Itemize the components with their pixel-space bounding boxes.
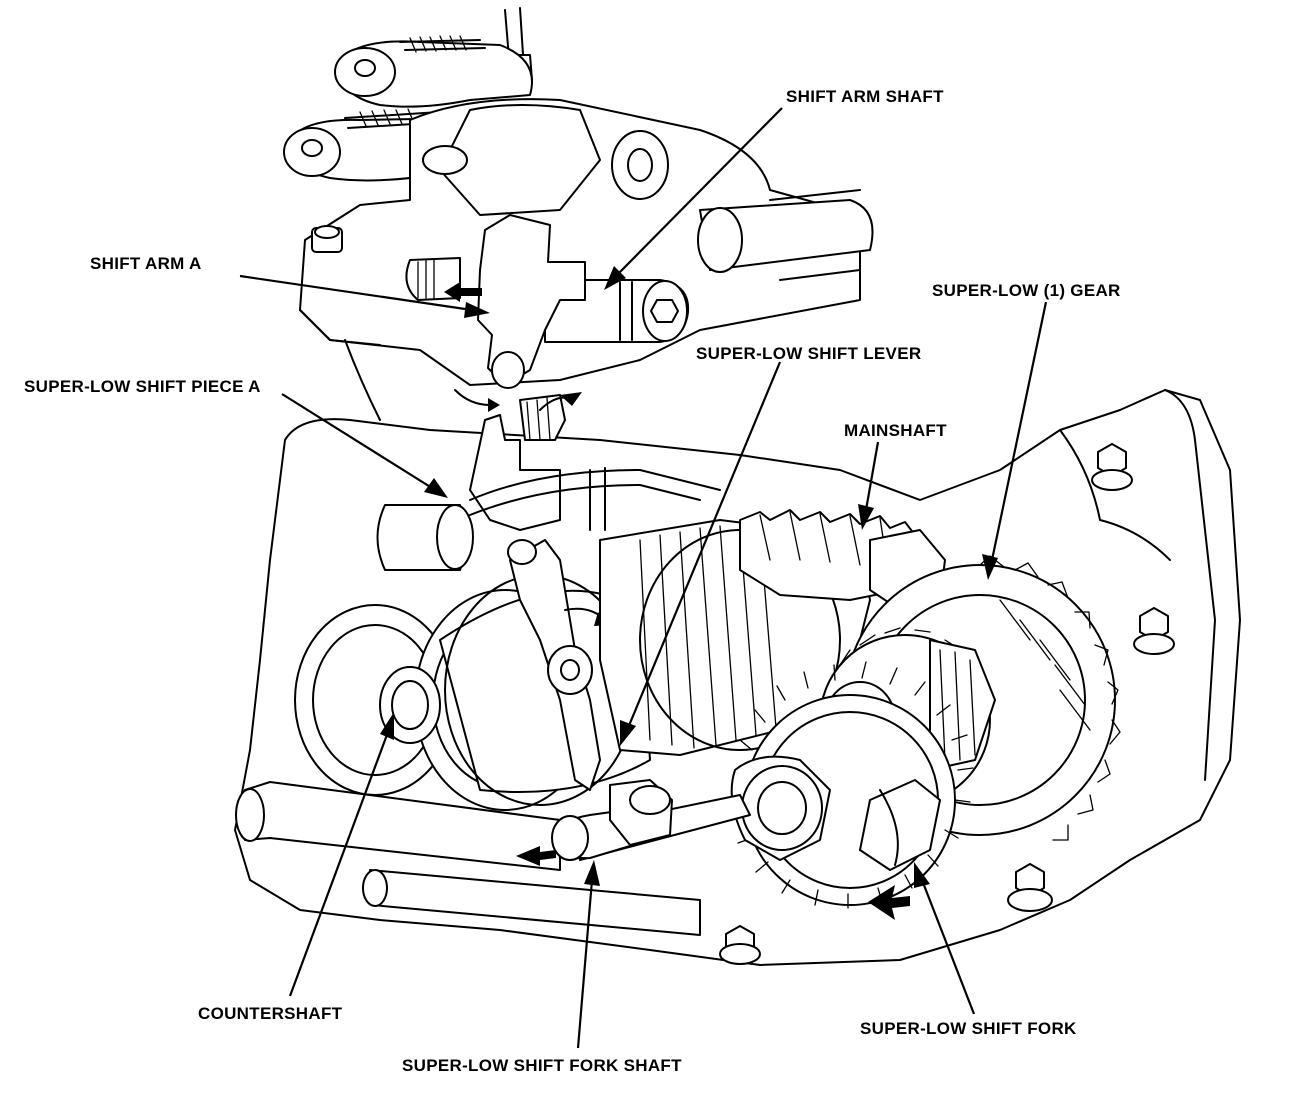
shift-arm-a [405, 214, 586, 389]
label-countershaft: COUNTERSHAFT [198, 1004, 343, 1023]
leader-lines [239, 107, 1048, 1049]
label-super-low-shift-piece-a: SUPER-LOW SHIFT PIECE A [24, 377, 261, 396]
label-shift-arm-shaft: SHIFT ARM SHAFT [786, 87, 944, 106]
super-low-shift-piece-a [376, 389, 721, 571]
case-bolt [719, 925, 761, 965]
super-low-fork-gear [730, 661, 974, 920]
case-bolt [1133, 607, 1175, 655]
label-super-low-shift-fork: SUPER-LOW SHIFT FORK [860, 1019, 1077, 1038]
case-bolt [1091, 443, 1133, 491]
label-super-low-1-gear: SUPER-LOW (1) GEAR [932, 281, 1121, 300]
label-super-low-shift-fork-shaft: SUPER-LOW SHIFT FORK SHAFT [402, 1056, 682, 1075]
label-shift-arm-a: SHIFT ARM A [90, 254, 202, 273]
super-low-shift-fork-shaft [516, 779, 751, 866]
label-super-low-shift-lever: SUPER-LOW SHIFT LEVER [696, 344, 922, 363]
super-low-shift-lever [507, 539, 610, 791]
label-mainshaft: MAINSHAFT [844, 421, 947, 440]
countershaft-end [294, 574, 651, 811]
case-bolt [1007, 863, 1053, 912]
